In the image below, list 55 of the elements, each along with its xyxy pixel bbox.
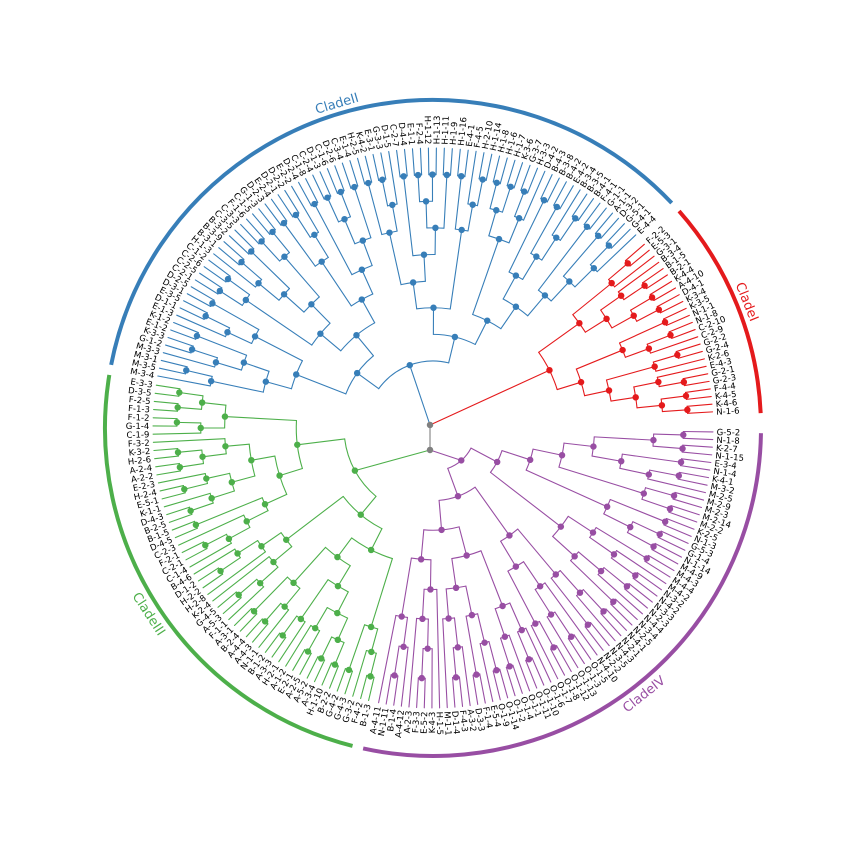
leaf-label: D-4-4	[398, 122, 408, 146]
leaf-label: F-1-3	[128, 404, 150, 412]
leaf-label: H-1-12	[424, 116, 432, 144]
leaf-label: D-3-3	[475, 708, 485, 731]
leaf-label: C-1-9	[126, 431, 149, 438]
leaf-label: C-2-7	[390, 124, 400, 146]
leaf-label: K-4-5	[715, 390, 736, 400]
leaf-label: N-1-8	[717, 436, 740, 444]
leaf-label: F-3-3	[412, 712, 420, 732]
leaf-label: E-3-3	[130, 378, 152, 388]
leaf-label: N-1-15	[716, 452, 744, 461]
leaf-label: G-5-2	[717, 428, 740, 436]
leaf-label: K-3-2	[129, 448, 150, 456]
leaf-label: F-4-3	[460, 710, 468, 732]
leaf-label: N-1-4	[714, 468, 736, 477]
leaf-label: G-1-4	[126, 422, 149, 429]
leaf-label: F-2-4	[416, 123, 424, 144]
leaf-label: G-2-1	[712, 366, 734, 376]
leaf-label: E-4-1	[466, 125, 474, 146]
leaf-label: H-1-11	[441, 116, 449, 144]
leaf-label: M-1-1	[444, 712, 452, 735]
leaf-label: H-1-13	[433, 116, 440, 144]
leaf-label: A-2-2	[132, 472, 153, 482]
leaf-label: G-3-3	[373, 126, 383, 149]
leaf-label: E-5-2	[420, 712, 428, 734]
leaf-label: E-1-1	[408, 123, 416, 144]
leaf-label: H-2-4	[134, 489, 156, 500]
leaf-label: F-4-4	[714, 382, 736, 392]
leaf-label: M-3-4	[130, 368, 154, 378]
clade-label: CladeII	[316, 92, 358, 113]
leaf-label: G-2-3	[713, 374, 736, 384]
leaf-label: D-3-5	[128, 386, 151, 396]
leaf-label: K-4-6	[716, 399, 737, 407]
leaf-label: K-4-3	[428, 712, 436, 732]
leaf-label: K-2-7	[716, 444, 738, 452]
leaf-label: D-1-5	[382, 125, 392, 148]
leaf-label: D-1-4	[452, 711, 460, 734]
leaf-label: A-2-3	[404, 711, 412, 734]
leaf-label: F-1-2	[128, 414, 149, 421]
leaf-label: E-3-4	[715, 460, 736, 469]
leaf-label: N-1-6	[716, 407, 740, 415]
leaf-label: E-3-1	[364, 129, 375, 151]
leaf-label: A-4-12	[395, 710, 404, 738]
leaf-label: F-3-2	[128, 439, 149, 447]
leaf-label: H-1-9	[450, 122, 458, 144]
leaf-label: F-4-5	[474, 126, 483, 148]
leaf-label: H-1-5	[436, 712, 444, 734]
leaf-label: A-2-4	[130, 464, 152, 474]
leaf-label: E-2-3	[133, 481, 154, 491]
leaf-label: H-2-6	[128, 456, 151, 465]
leaf-label: A-3-2	[468, 710, 476, 732]
leaf-label: H-1-16	[458, 118, 466, 146]
leaf-label: B-1-4	[387, 710, 396, 732]
leaf-label: F-1-4	[483, 706, 493, 728]
leaf-label: F-2-5	[129, 396, 150, 404]
